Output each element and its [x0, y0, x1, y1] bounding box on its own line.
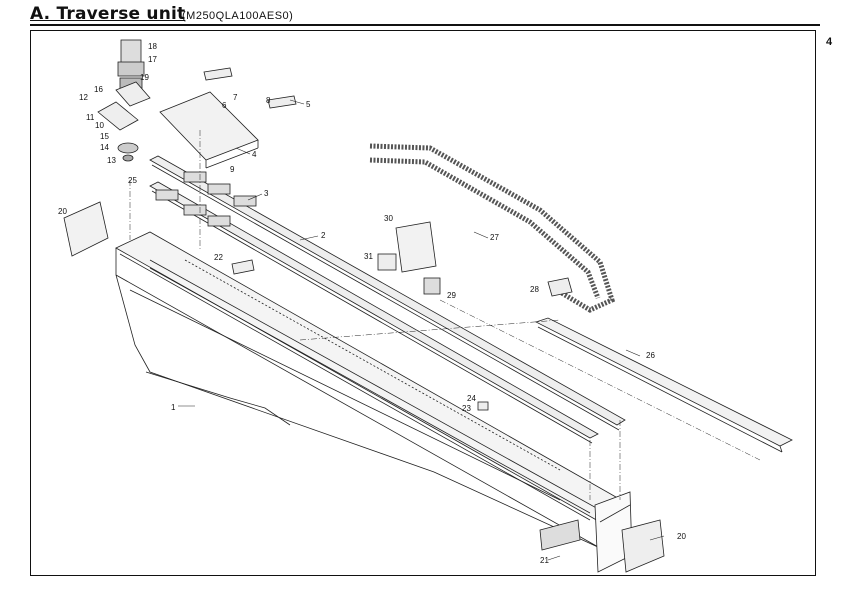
page-title: A. Traverse unit	[30, 4, 186, 24]
callout-3: 3	[264, 189, 269, 198]
callout-8: 8	[266, 96, 271, 105]
callout-31: 31	[364, 252, 373, 261]
base-frame-part	[115, 231, 633, 573]
linear-rail-part	[149, 155, 626, 471]
callout-4: 4	[252, 150, 257, 159]
callout-2: 2	[321, 231, 326, 240]
callout-28: 28	[530, 285, 539, 294]
diagram-frame	[30, 30, 816, 576]
callout-16: 16	[94, 85, 103, 94]
callout-17: 17	[148, 55, 157, 64]
center-lines	[129, 130, 761, 500]
callout-1: 1	[171, 403, 176, 412]
callout-26: 26	[646, 351, 655, 360]
callout-14: 14	[100, 143, 109, 152]
reducer-plate-part	[97, 81, 151, 162]
title-rule	[30, 24, 820, 26]
cable-chain-part	[369, 143, 616, 313]
gear-rack-part	[534, 317, 793, 453]
callout-15: 15	[100, 132, 109, 141]
leader-lines	[178, 99, 665, 561]
bracket-parts	[377, 221, 573, 297]
stopper-blocks	[203, 67, 489, 411]
end-cap-parts	[63, 201, 665, 573]
callout-23: 23	[462, 404, 471, 413]
callout-labels: 1 2 3 4 5 6 7 8 9 10 11 12 13 14 15 16 1…	[58, 42, 686, 565]
callout-7: 7	[233, 93, 238, 102]
callout-25: 25	[128, 176, 137, 185]
callout-27: 27	[490, 233, 499, 242]
callout-18: 18	[148, 42, 157, 51]
callout-12: 12	[79, 93, 88, 102]
page-number: 4	[826, 36, 833, 48]
carriage-plate-part	[159, 91, 259, 169]
callout-20-left: 20	[58, 207, 67, 216]
callout-22: 22	[214, 253, 223, 262]
callout-20-right: 20	[677, 532, 686, 541]
callout-5: 5	[306, 100, 311, 109]
header: A. Traverse unit (M250QLA100AES0)	[30, 4, 820, 26]
callout-6: 6	[222, 101, 227, 110]
callout-11: 11	[86, 113, 95, 122]
carriage-blocks	[155, 171, 257, 227]
callout-19: 19	[140, 73, 149, 82]
callout-9: 9	[230, 165, 235, 174]
model-code: (M250QLA100AES0)	[182, 10, 294, 22]
callout-29: 29	[447, 291, 456, 300]
callout-21: 21	[540, 556, 549, 565]
callout-30: 30	[384, 214, 393, 223]
callout-13: 13	[107, 156, 116, 165]
callout-24: 24	[467, 394, 476, 403]
callout-10: 10	[95, 121, 104, 130]
